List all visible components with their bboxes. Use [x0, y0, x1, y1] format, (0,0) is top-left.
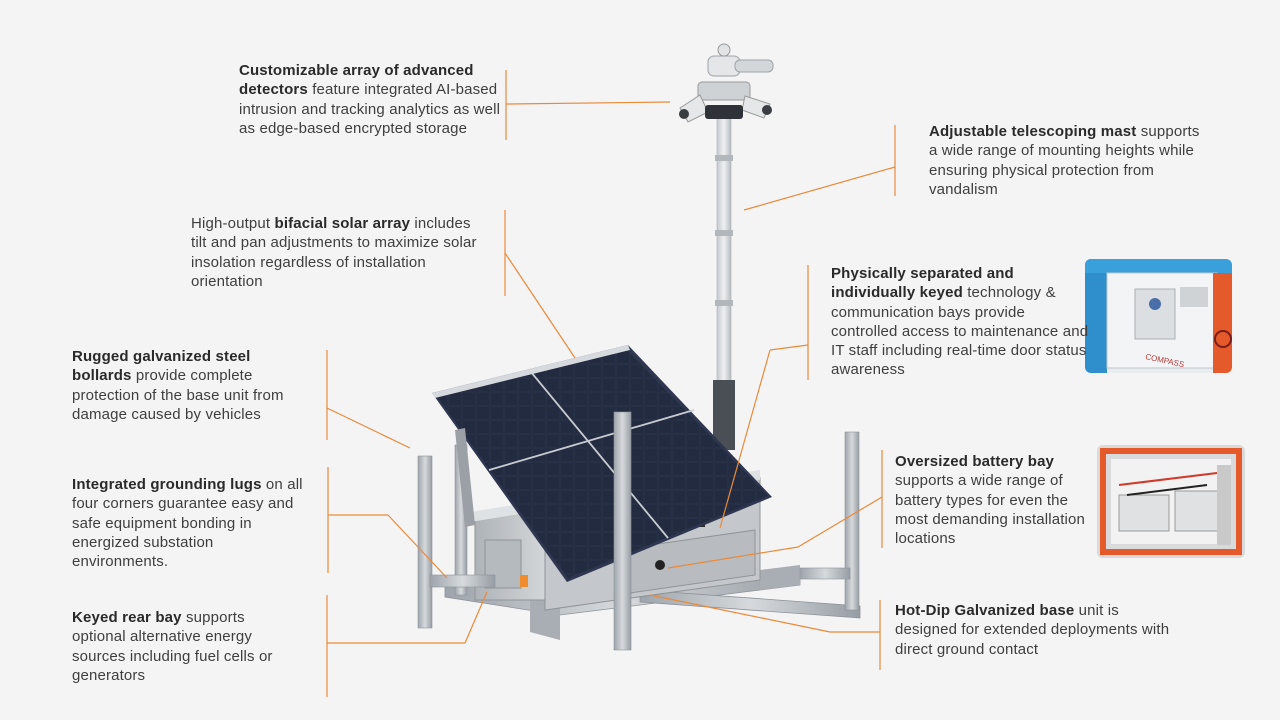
callout-grounding: Integrated grounding lugs on all four co… — [72, 475, 312, 571]
callout-solar-prefix: High-output — [191, 215, 275, 232]
callout-detectors-body: feature integrated AI-based intrusion an… — [239, 81, 501, 137]
callout-rear-bay: Keyed rear bay supports optional alterna… — [72, 608, 292, 685]
callout-bays-title: Physically separated and individually ke… — [831, 265, 1014, 302]
callout-grounding-body: on all four corners guarantee easy and s… — [72, 476, 303, 571]
callout-bays-body: technology & communication bays provide … — [831, 284, 1089, 379]
callout-mast: Adjustable telescoping mast supports a w… — [929, 122, 1209, 199]
callout-mast-body: supports a wide range of mounting height… — [929, 123, 1200, 198]
callout-base-body: unit is designed for extended deployment… — [895, 602, 1170, 658]
callout-base: Hot-Dip Galvanized base unit is designed… — [895, 601, 1185, 659]
callout-detectors-title: Customizable array of advanced detectors — [239, 62, 474, 99]
detector-array — [679, 43, 774, 123]
tech-bay-photo: COMPASS — [1085, 259, 1232, 373]
callout-bollards-body: provide complete protection of the base … — [72, 367, 284, 423]
bifacial-solar-array — [432, 345, 772, 582]
callout-solar: High-output bifacial solar array include… — [191, 214, 481, 291]
callout-bollards-title: Rugged galvanized steel bollards — [72, 348, 251, 385]
callout-detectors: Customizable array of advanced detectors… — [239, 61, 504, 138]
callout-mast-title: Adjustable telescoping mast — [929, 123, 1137, 140]
callout-battery: Oversized battery bay supports a wide ra… — [895, 452, 1095, 548]
callout-solar-body: includes tilt and pan adjustments to max… — [191, 215, 477, 290]
callout-grounding-title: Integrated grounding lugs — [72, 476, 262, 493]
battery-bay-photo — [1097, 445, 1245, 558]
steel-bollards-front — [417, 411, 860, 651]
callout-rear-bay-title: Keyed rear bay — [72, 609, 182, 626]
telescoping-mast — [713, 109, 735, 450]
callout-base-title: Hot-Dip Galvanized base — [895, 602, 1075, 619]
leader-lines — [326, 70, 896, 697]
callout-rear-bay-body: supports optional alternative energy sou… — [72, 609, 273, 684]
callout-solar-title: bifacial solar array — [274, 215, 411, 232]
callout-battery-title: Oversized battery bay — [895, 453, 1055, 470]
callout-bays: Physically separated and individually ke… — [831, 264, 1091, 380]
callout-bollards: Rugged galvanized steel bollards provide… — [72, 347, 302, 424]
callout-battery-body: supports a wide range of battery types f… — [895, 472, 1085, 548]
